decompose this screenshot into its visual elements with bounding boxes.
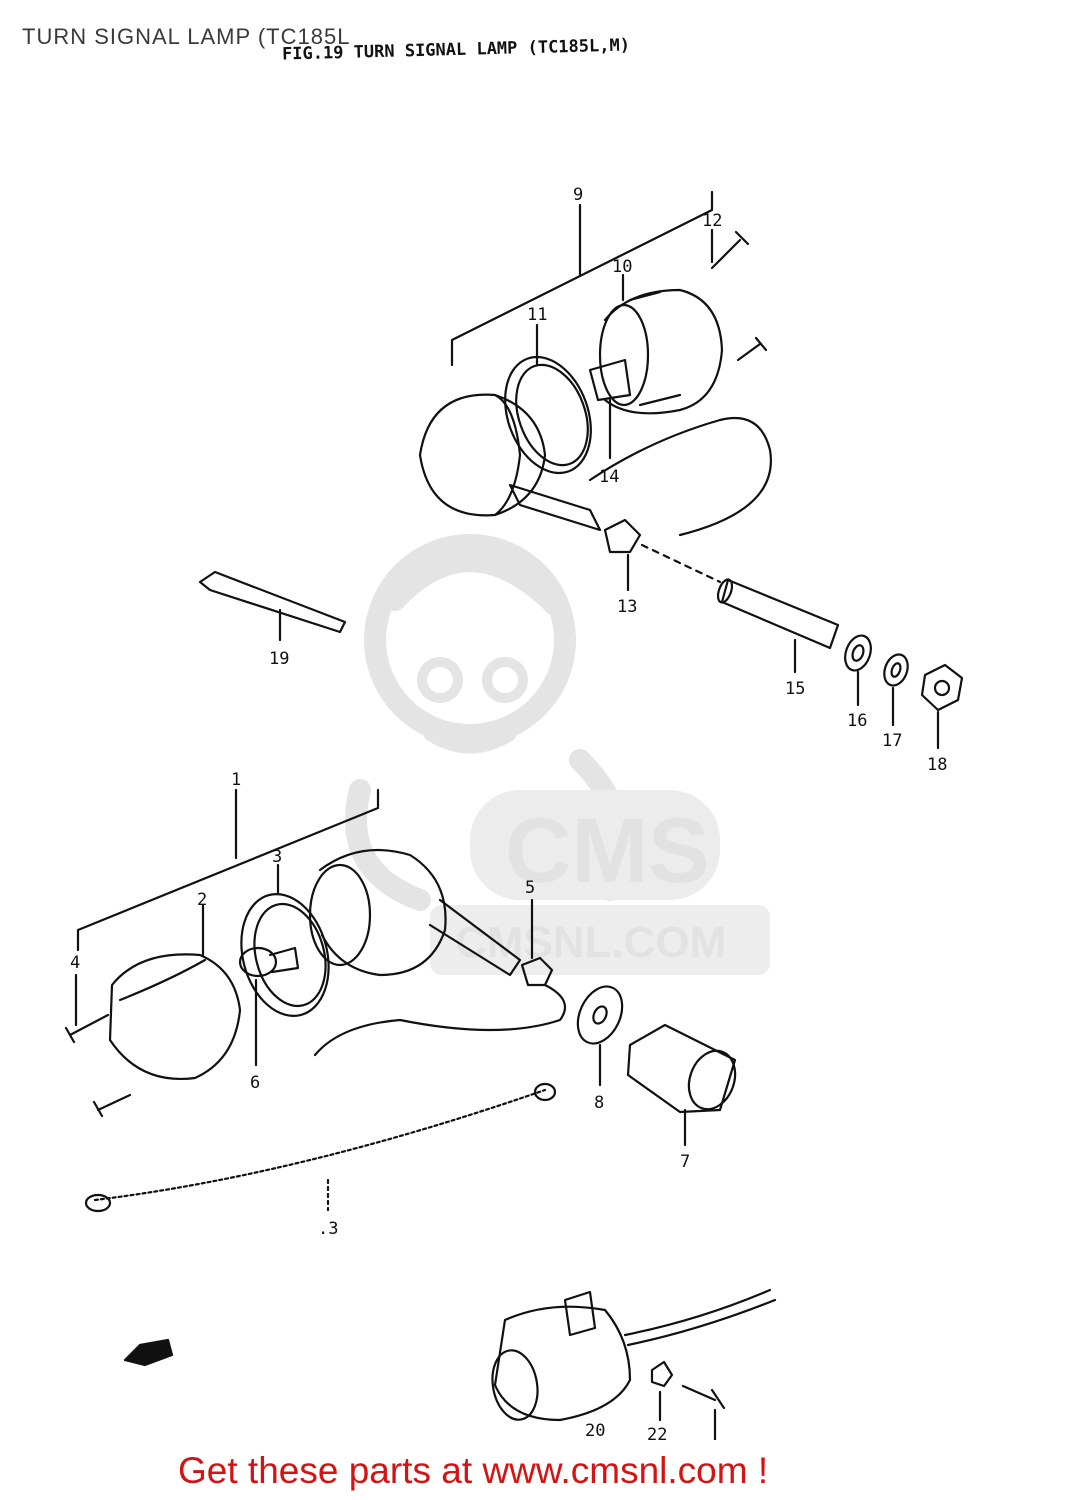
nut-13 [603, 518, 722, 592]
overlay-title: TURN SIGNAL LAMP (TC185L [22, 24, 351, 49]
callout-6: 6 [250, 1073, 260, 1093]
callout-15: 15 [785, 679, 805, 699]
callout-10: 10 [612, 257, 632, 277]
callout-1: 1 [231, 770, 241, 790]
front-arrow-icon [123, 1338, 174, 1367]
lower-housing [308, 848, 522, 977]
upper-wire [588, 416, 772, 537]
callout-13: 13 [617, 597, 637, 617]
ground-lead [84, 1082, 557, 1213]
callout-20: 20 [585, 1421, 605, 1440]
exploded-parts-drawing: CMS CMSNL.COM [64, 185, 964, 1440]
bracket-9 [450, 190, 714, 367]
callout-8: 8 [594, 1093, 604, 1113]
nut-5 [520, 898, 554, 987]
upper-gasket [504, 355, 592, 475]
callout-12: 12 [702, 211, 722, 231]
watermark-site: CMSNL.COM [455, 918, 726, 967]
callout-numbers: 1 2 3 4 5 6 7 8 9 10 11 12 13 14 15 16 1… [70, 185, 947, 1440]
lower-wire [313, 983, 567, 1057]
callout-2: 2 [197, 890, 207, 910]
washer-17 [883, 653, 909, 727]
nut-18 [920, 663, 964, 750]
callout-5: 5 [525, 878, 535, 898]
screw-12b [736, 336, 768, 362]
screw-4a [64, 1013, 110, 1044]
callout-18: 18 [927, 755, 947, 775]
screw-21 [681, 1384, 726, 1440]
bulb-6 [238, 946, 300, 1067]
callout-22: 22 [647, 1425, 667, 1440]
callout-14: 14 [599, 467, 619, 487]
band-19 [198, 570, 347, 642]
lower-lens [108, 903, 242, 1080]
footer-parts-link[interactable]: Get these parts at www.cmsnl.com ! [178, 1450, 769, 1491]
watermark-brand: CMS [505, 800, 709, 902]
callout-23: .3 [318, 1219, 338, 1239]
upper-housing [588, 288, 724, 415]
washer-16 [844, 634, 872, 707]
callout-4: 4 [70, 953, 80, 973]
callout-19: 19 [269, 649, 289, 669]
upper-stem [508, 483, 602, 532]
bracket-1 [76, 788, 380, 952]
nut-22 [650, 1360, 674, 1422]
callout-3: 3 [272, 847, 282, 867]
lower-gasket [240, 863, 330, 1017]
callout-9: 9 [573, 185, 583, 205]
relay-20 [491, 1288, 777, 1422]
callout-11: 11 [527, 305, 547, 325]
stay-15 [716, 578, 840, 674]
watermark-mascot [345, 534, 631, 911]
washer-8 [576, 985, 624, 1087]
callout-17: 17 [882, 731, 902, 751]
screw-12a [710, 230, 750, 270]
callout-7: 7 [680, 1152, 690, 1172]
watermark-badge: CMS CMSNL.COM [430, 790, 770, 975]
callout-16: 16 [847, 711, 867, 731]
cover-7 [626, 1023, 737, 1147]
screw-4b [92, 1093, 132, 1118]
